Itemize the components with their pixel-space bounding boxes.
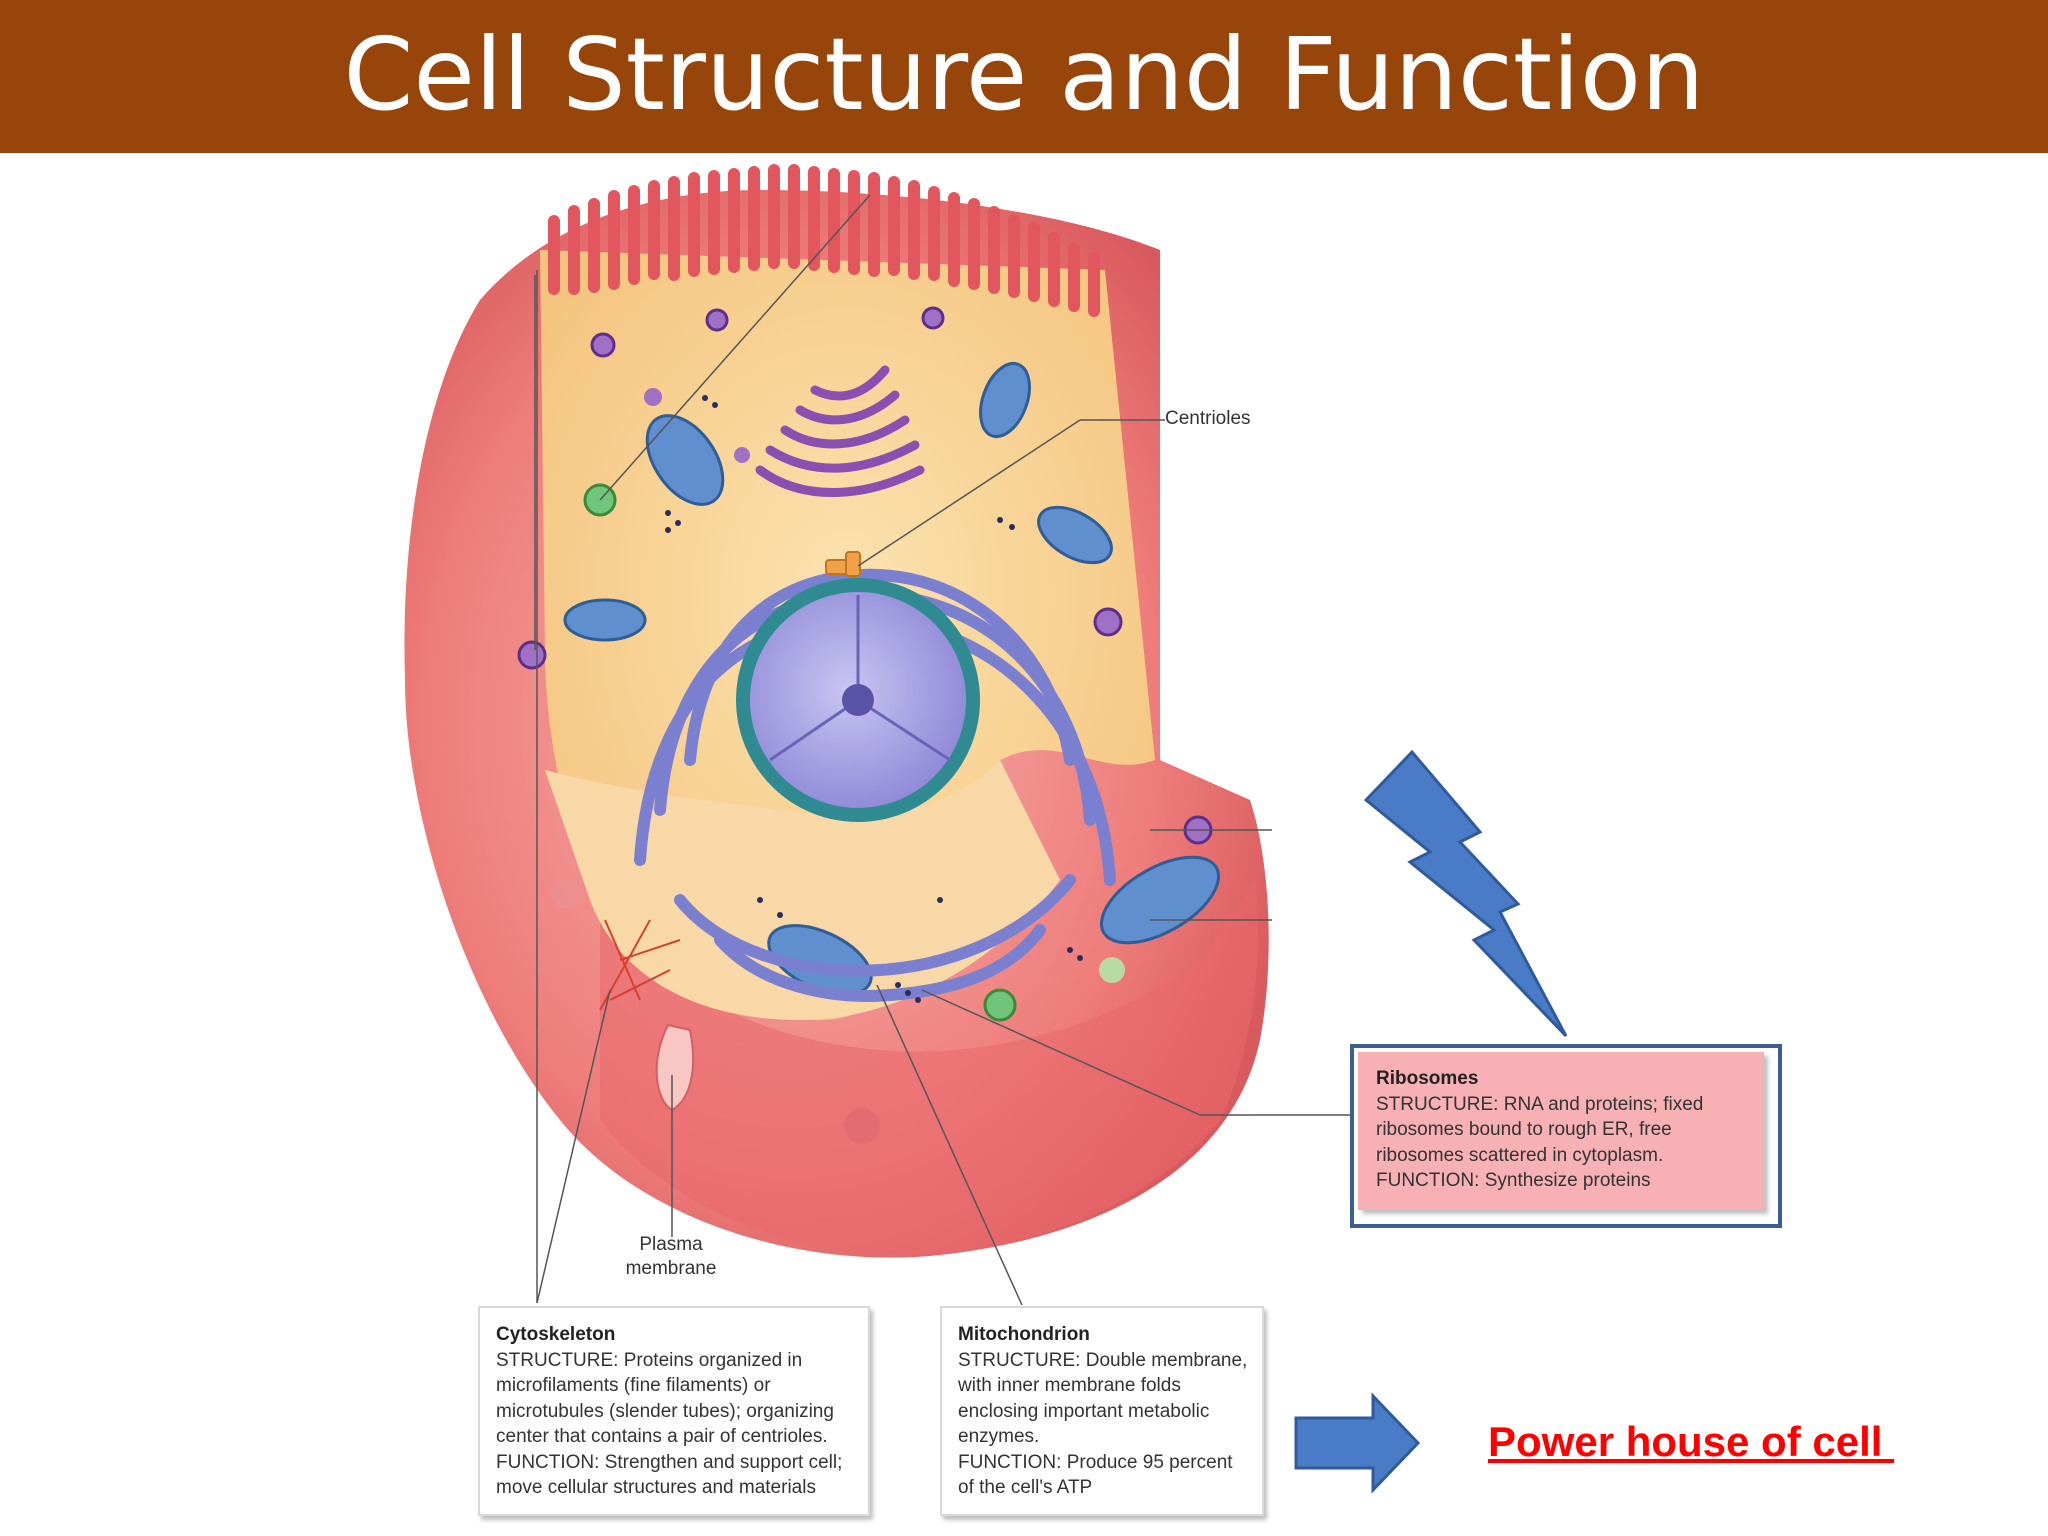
- mitochondrion-body: STRUCTURE: Double membrane, with inner m…: [958, 1349, 1248, 1499]
- cell-lower-surface: [600, 880, 1259, 1255]
- ribosomes-body: STRUCTURE: RNA and proteins; fixed ribos…: [1376, 1093, 1704, 1192]
- title-bar: Cell Structure and Function: [0, 0, 2048, 153]
- nucleus: [736, 578, 980, 822]
- cytoskeleton-callout: Cytoskeleton STRUCTURE: Proteins organiz…: [478, 1306, 870, 1516]
- ribosomes-heading: Ribosomes: [1376, 1068, 1479, 1089]
- centrioles: [825, 551, 861, 577]
- golgi-apparatus: [755, 365, 925, 497]
- mitochondrion-heading: Mitochondrion: [958, 1324, 1090, 1345]
- ribosomes-callout: Ribosomes STRUCTURE: RNA and proteins; f…: [1350, 1044, 1782, 1228]
- slide-title: Cell Structure and Function: [343, 16, 1705, 133]
- plasma-membrane-label: Plasma membrane: [625, 1234, 717, 1279]
- power-house-annotation: Power house of cell: [1488, 1418, 1895, 1465]
- mitochondrion-callout: Mitochondrion STRUCTURE: Double membrane…: [940, 1306, 1264, 1516]
- cytoskeleton-heading: Cytoskeleton: [496, 1324, 616, 1345]
- ribosomes-callout-inner: Ribosomes STRUCTURE: RNA and proteins; f…: [1358, 1052, 1764, 1210]
- mitochondria: [563, 362, 1221, 996]
- cytoskeleton-body: STRUCTURE: Proteins organized in microfi…: [496, 1349, 843, 1499]
- microvilli: [548, 164, 1100, 317]
- ribosome-dots: [665, 395, 1083, 1003]
- vesicles: [517, 306, 1213, 1144]
- cytoplasm-front: [545, 760, 1060, 1020]
- leader-lines: [534, 194, 1350, 1306]
- centrioles-label: Centrioles: [1165, 408, 1251, 429]
